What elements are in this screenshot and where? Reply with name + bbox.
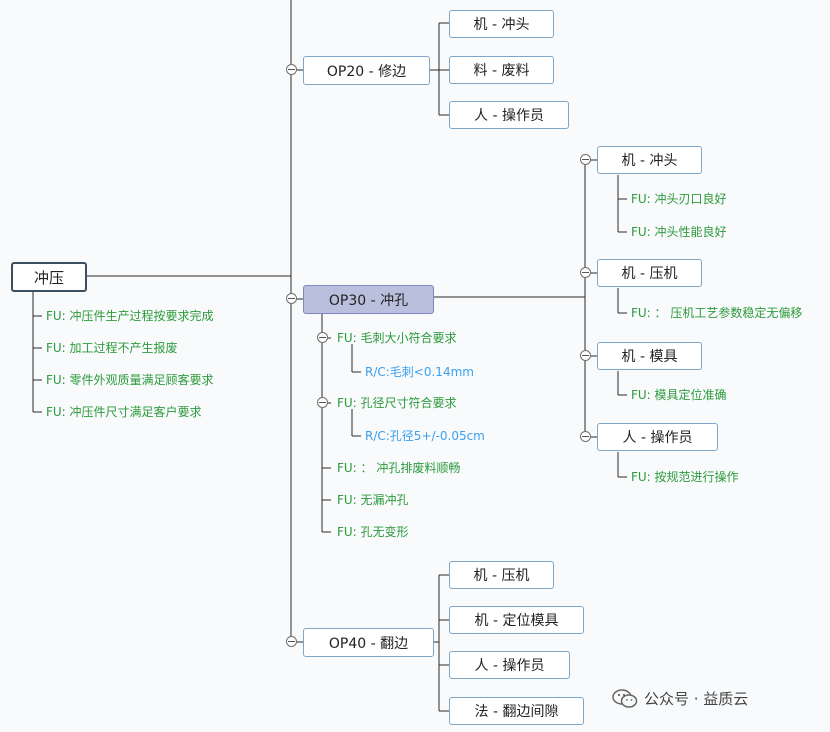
op30-function-no-missing-hole[interactable]: FU: 无漏冲孔 xyxy=(337,493,409,507)
collapse-toggle-operator[interactable] xyxy=(580,431,591,442)
root-function-1[interactable]: FU: 冲压件生产过程按要求完成 xyxy=(46,309,214,323)
op30-rc-burr[interactable]: R/C:毛刺<0.14mm xyxy=(365,365,474,379)
collapse-toggle-burr[interactable] xyxy=(317,332,328,343)
op30-function-no-deformation[interactable]: FU: 孔无变形 xyxy=(337,525,409,539)
collapse-toggle-op40[interactable] xyxy=(286,636,297,647)
op20-child-punch[interactable]: 机 - 冲头 xyxy=(449,10,554,38)
op40-child-label: 人 - 操作员 xyxy=(474,658,545,674)
die-function-positioning[interactable]: FU: 模具定位准确 xyxy=(631,388,727,402)
op30-label: OP30 - 冲孔 xyxy=(328,292,409,309)
op30-child-label: 人 - 操作员 xyxy=(622,430,693,446)
op40-label: OP40 - 翻边 xyxy=(328,635,409,652)
punch-function-edge[interactable]: FU: 冲头刃口良好 xyxy=(631,192,727,206)
root-node[interactable]: 冲压 xyxy=(11,262,87,292)
op40-child-flange-gap[interactable]: 法 - 翻边间隙 xyxy=(449,697,584,725)
collapse-toggle-hole-size[interactable] xyxy=(317,397,328,408)
op40-child-label: 机 - 定位模具 xyxy=(474,613,559,629)
op20-child-label: 料 - 废料 xyxy=(473,63,530,79)
op40-child-label: 法 - 翻边间隙 xyxy=(474,704,559,720)
op20-node[interactable]: OP20 - 修边 xyxy=(303,56,430,85)
watermark: 公众号 · 益质云 xyxy=(612,688,748,709)
op40-child-label: 机 - 压机 xyxy=(473,568,530,584)
op30-child-press[interactable]: 机 - 压机 xyxy=(597,259,702,287)
collapse-toggle-press[interactable] xyxy=(580,267,591,278)
op20-child-label: 机 - 冲头 xyxy=(473,17,530,33)
op30-child-operator[interactable]: 人 - 操作员 xyxy=(597,423,718,451)
op20-label: OP20 - 修边 xyxy=(326,63,407,80)
op40-node[interactable]: OP40 - 翻边 xyxy=(303,628,434,657)
op30-child-label: 机 - 冲头 xyxy=(621,153,678,169)
punch-function-performance[interactable]: FU: 冲头性能良好 xyxy=(631,225,727,239)
root-function-4[interactable]: FU: 冲压件尺寸满足客户要求 xyxy=(46,405,202,419)
op20-child-operator[interactable]: 人 - 操作员 xyxy=(449,101,569,129)
watermark-text: 公众号 · 益质云 xyxy=(644,690,749,708)
op30-child-punch[interactable]: 机 - 冲头 xyxy=(597,146,702,174)
op30-function-hole-size[interactable]: FU: 孔径尺寸符合要求 xyxy=(337,396,457,410)
op40-child-positioning-die[interactable]: 机 - 定位模具 xyxy=(449,606,584,634)
op30-child-label: 机 - 模具 xyxy=(621,349,678,365)
op40-child-operator[interactable]: 人 - 操作员 xyxy=(449,651,570,679)
collapse-toggle-punch[interactable] xyxy=(580,154,591,165)
root-label: 冲压 xyxy=(33,268,64,287)
op20-child-scrap[interactable]: 料 - 废料 xyxy=(449,56,554,84)
op30-child-die[interactable]: 机 - 模具 xyxy=(597,342,702,370)
operator-function-procedure[interactable]: FU: 按规范进行操作 xyxy=(631,470,739,484)
op30-function-burr[interactable]: FU: 毛刺大小符合要求 xyxy=(337,331,457,345)
op30-function-scrap-discharge[interactable]: FU: ： 冲孔排废料顺畅 xyxy=(337,461,461,475)
op20-child-label: 人 - 操作员 xyxy=(474,108,544,124)
wechat-icon xyxy=(612,688,638,709)
op30-node[interactable]: OP30 - 冲孔 xyxy=(303,285,434,314)
root-function-2[interactable]: FU: 加工过程不产生报废 xyxy=(46,341,178,355)
collapse-toggle-die[interactable] xyxy=(580,350,591,361)
collapse-toggle-op20[interactable] xyxy=(286,64,297,75)
op30-child-label: 机 - 压机 xyxy=(621,266,678,282)
press-function-parameters[interactable]: FU: ： 压机工艺参数稳定无偏移 xyxy=(631,306,803,320)
op30-rc-hole-size[interactable]: R/C:孔径5+/-0.05cm xyxy=(365,429,485,443)
op40-child-press[interactable]: 机 - 压机 xyxy=(449,561,554,589)
collapse-toggle-op30[interactable] xyxy=(286,293,297,304)
root-function-3[interactable]: FU: 零件外观质量满足顾客要求 xyxy=(46,373,214,387)
